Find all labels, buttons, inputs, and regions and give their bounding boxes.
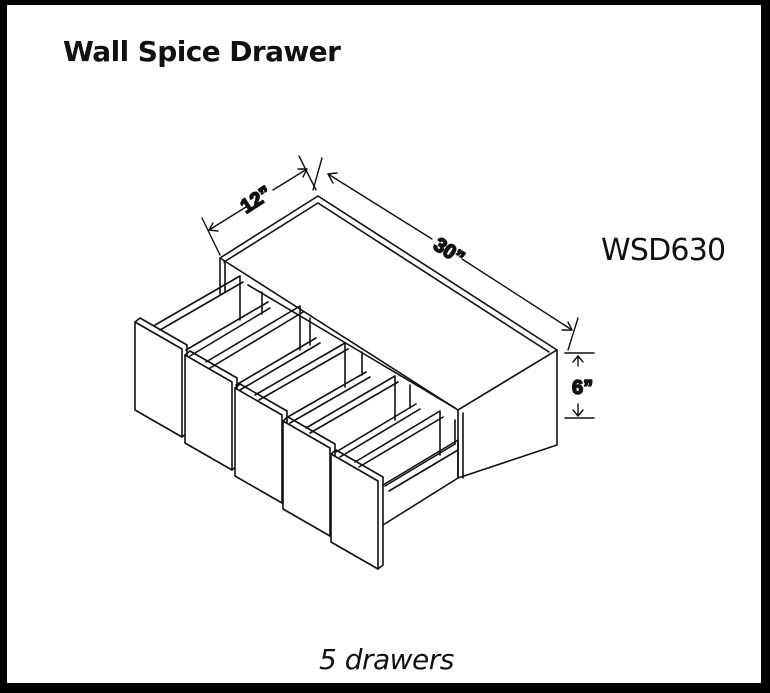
drawer-front-4: [282, 416, 336, 537]
drawer-fronts: [134, 317, 459, 570]
height-label: 6”: [572, 377, 593, 399]
drawing-sheet: Wall Spice Drawer WSD630 5 drawers: [7, 5, 761, 683]
dimension-height: [564, 352, 595, 419]
drawer-front-3: [234, 383, 288, 504]
drawer-interiors: [154, 275, 459, 492]
dimension-width: [312, 157, 579, 351]
drawer-front-2: [184, 350, 238, 471]
depth-label: 12”: [237, 182, 276, 218]
drawer-front-1: [134, 317, 188, 438]
page-title: Wall Spice Drawer: [63, 35, 341, 68]
dimension-depth: [201, 155, 317, 256]
width-label: 30”: [429, 234, 468, 270]
drawer-count-caption: 5 drawers: [319, 643, 454, 676]
drawer-front-5: [330, 439, 459, 570]
model-code: WSD630: [601, 233, 726, 268]
cabinet-body: [219, 195, 558, 479]
